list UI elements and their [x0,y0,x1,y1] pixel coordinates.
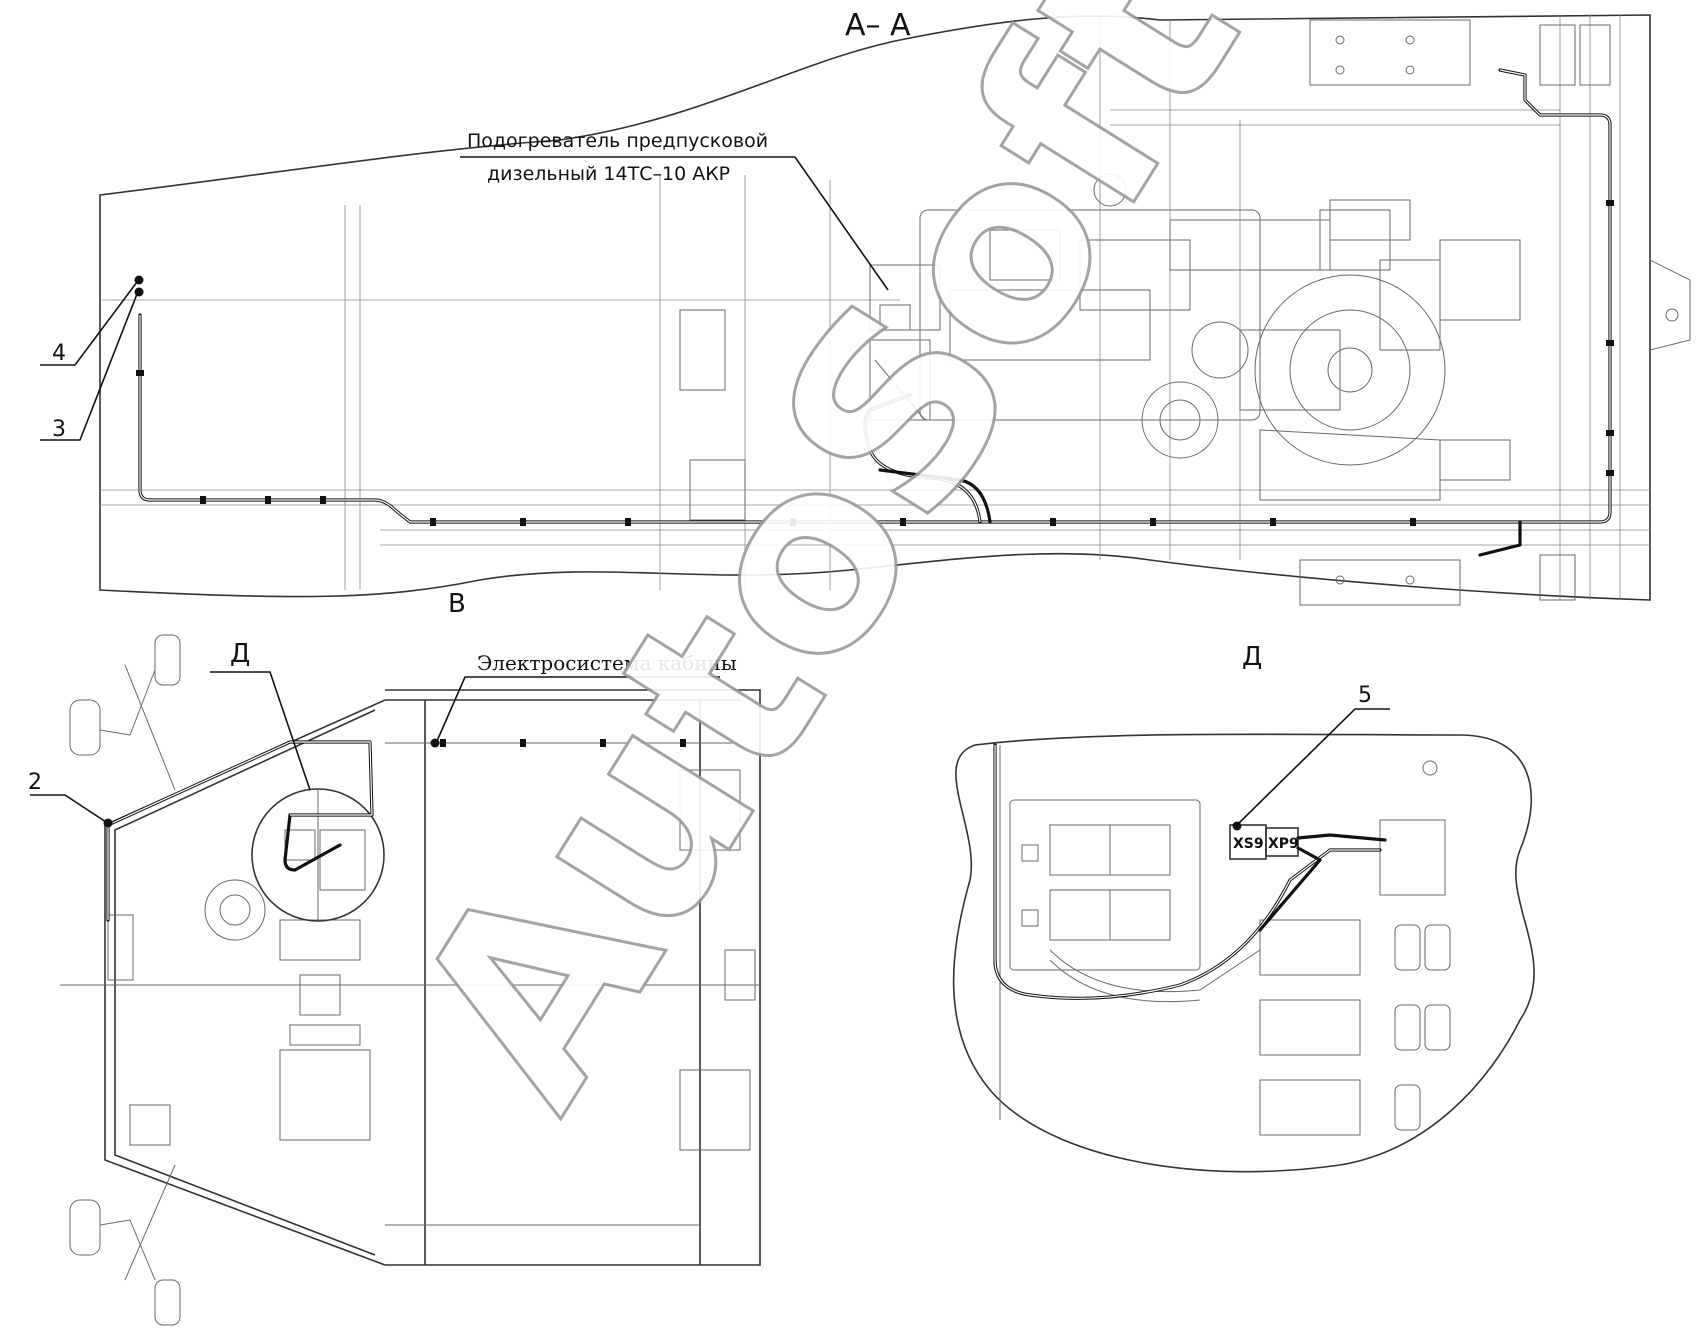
frame-lug [1649,259,1691,351]
heater-label-line2: дизельный 14ТС–10 АКР [487,163,730,185]
callout-2: 2 [28,770,42,795]
detail-label-right: Д [1242,642,1262,672]
view-b: В [28,589,761,1326]
leader-2 [30,794,107,823]
heater-label-line1: Подогреватель предпусковой [467,130,768,152]
cab-interior [60,769,760,1226]
connector-xp9 [1265,827,1299,857]
section-a-a-outline [99,14,1651,601]
leader-heater [460,156,889,291]
callout-4: 4 [52,341,66,366]
detail-d-components [999,745,1451,1136]
leader-cab-system [436,676,720,742]
top-right-bracket [1299,19,1611,606]
leader-detail-d [210,671,311,791]
callout-5: 5 [1358,683,1372,708]
cab-system-label: Электросистема кабины [477,651,737,675]
section-title: A– A [845,8,911,43]
harness-cab [106,740,374,922]
harness-clips [136,200,1614,526]
callout-3: 3 [52,417,66,442]
connector-xs9-label: XS9 [1233,836,1264,852]
leader-3 [40,293,138,441]
detail-d: Д XS9 XP9 [952,642,1535,1173]
cab-mirrors [69,634,181,1326]
leader-5 [1238,708,1390,824]
heater-unit [679,264,941,521]
detail-d-outline [952,733,1535,1173]
detail-label-left: Д [230,639,250,669]
section-a-a: A– A 4 3 Подогреватель предпусковой дизе… [40,8,1691,606]
leader-4 [40,281,138,366]
connector-xp9-label: XP9 [1268,836,1299,852]
harness-detail-d [993,743,1382,1000]
view-b-label: В [448,589,466,619]
engine-block [919,173,1521,501]
